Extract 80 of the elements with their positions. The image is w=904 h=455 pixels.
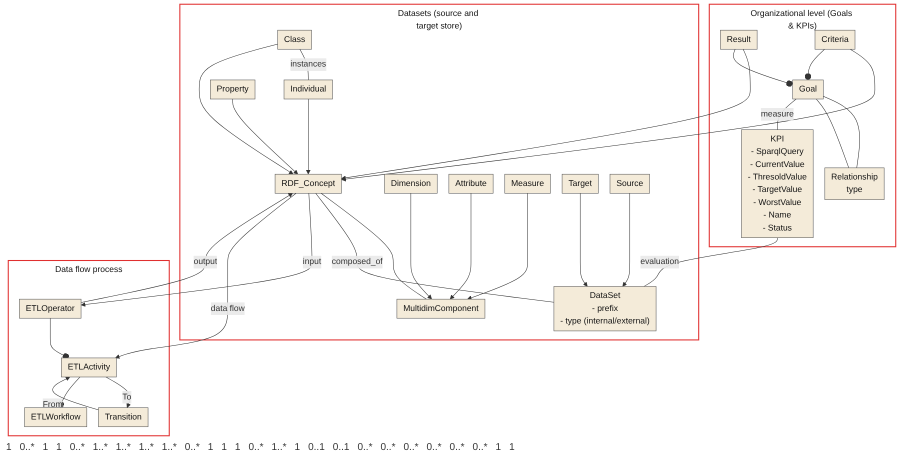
arrow xyxy=(467,193,528,300)
connector xyxy=(315,193,554,303)
arrow xyxy=(106,376,131,408)
cluster xyxy=(8,260,170,436)
connector xyxy=(804,48,825,80)
multiplicity-label: 0..* xyxy=(426,442,442,453)
multiplicity-label: 0..* xyxy=(472,442,488,453)
node-box xyxy=(504,174,551,194)
multiplicity-label: 0..* xyxy=(357,442,372,453)
arrow xyxy=(580,193,588,287)
multiplicity-label: 0..* xyxy=(20,442,35,453)
node-box xyxy=(720,30,758,50)
multiplicity-label: 1..* xyxy=(138,442,154,453)
node-box xyxy=(24,407,88,428)
edge-label: measure xyxy=(760,110,794,119)
multiplicity-label: 1 xyxy=(221,442,227,453)
multiplicity-label: 0..1 xyxy=(332,442,350,453)
arrow xyxy=(232,98,298,174)
multiplicity-label: 1..* xyxy=(116,442,131,453)
arrow xyxy=(341,48,876,182)
node-box xyxy=(610,174,650,194)
node-box xyxy=(741,129,814,238)
arrow xyxy=(115,193,296,359)
arrow xyxy=(622,193,630,287)
multiplicity-label: 1 xyxy=(509,442,515,453)
multiplicity-label: 1 xyxy=(56,442,62,453)
node-box xyxy=(824,168,884,200)
multiplicity-label: 0..* xyxy=(70,442,85,453)
multiplicity-label: 1 xyxy=(208,442,214,453)
multiplicity-label: 1..* xyxy=(162,442,177,453)
node-box xyxy=(448,174,494,194)
multiplicity-label: 1 xyxy=(496,442,502,453)
arrow xyxy=(410,193,432,300)
edge-label: instances xyxy=(290,60,326,69)
connector xyxy=(50,318,70,360)
connector xyxy=(816,98,849,168)
arrow xyxy=(450,193,472,300)
node-box xyxy=(210,80,256,100)
edge-label: input xyxy=(302,257,322,266)
node-box xyxy=(396,298,486,318)
cluster xyxy=(179,4,700,340)
multiplicity-label: 1..* xyxy=(272,442,287,453)
connector xyxy=(733,48,793,87)
connector xyxy=(644,237,778,287)
class-diagram: Data flow process Organizational level (Goals & KPIs) Datasets (source and target store) instances measure output input composed_of evaluation data flow To From Class Result Criteria Property Individual Goal KPI - SparqlQuery - CurrentValue - ThresoldValue - TargetValue - WorstValue - Name - Status Relationship type RDF_Concept Dimension Attribute Measure Target Source DataSet - prefix - type (internal/external) ETLOperator MultidimComponent ETLActivity ETLWorkflow Transition xyxy=(0,0,904,440)
arrow xyxy=(306,98,311,174)
node-box xyxy=(554,286,656,332)
multiplicity-label: 0..* xyxy=(248,442,264,453)
cluster xyxy=(708,4,896,248)
edge-label: data flow xyxy=(210,304,245,313)
arrow xyxy=(198,44,294,174)
node-box xyxy=(814,30,856,50)
edge-label: From xyxy=(42,400,62,409)
node-box xyxy=(61,358,117,378)
multiplicity-label: 0..* xyxy=(450,442,465,453)
node-box xyxy=(384,174,438,194)
multiplicity-label: 0..1 xyxy=(308,442,325,453)
node-box xyxy=(19,298,82,318)
edge-label: evaluation xyxy=(640,257,679,266)
connector xyxy=(823,96,860,168)
multiplicity-label: 1..* xyxy=(92,442,108,453)
multiplicity-label: 0..* xyxy=(184,442,200,453)
node-box xyxy=(562,174,599,194)
node-box xyxy=(284,80,333,100)
edge-label: composed_of xyxy=(332,257,383,266)
multiplicity-label: 1 xyxy=(6,442,12,453)
edge-label: output xyxy=(194,257,218,266)
arrow xyxy=(52,376,99,410)
node-box xyxy=(98,407,148,428)
multiplicity-label: 1 xyxy=(234,442,240,453)
multiplicity-label: 0..* xyxy=(380,442,396,453)
arrow xyxy=(341,48,750,180)
connector xyxy=(320,193,427,300)
edge-label: To xyxy=(122,392,132,402)
multiplicity-label: 1 xyxy=(294,442,300,453)
multiplicity-label: 1 xyxy=(42,442,48,453)
multiplicity-label: 0..* xyxy=(403,442,418,453)
node-box xyxy=(277,30,312,50)
node-box xyxy=(792,80,824,100)
node-box xyxy=(274,174,342,194)
